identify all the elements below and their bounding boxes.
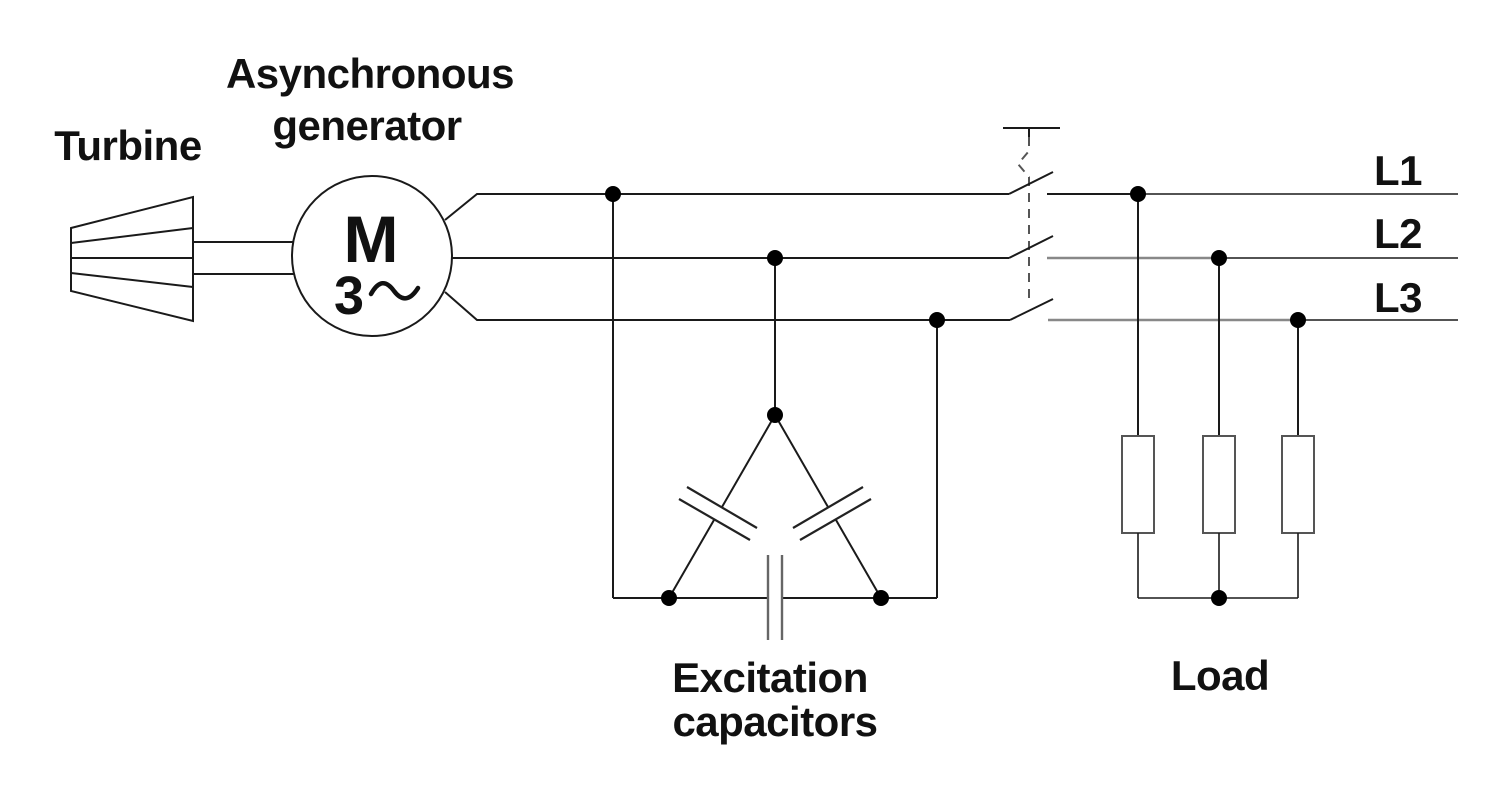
junction-dot-delta-apex (767, 407, 783, 423)
junction-dot-l2-cap (767, 250, 783, 266)
excitation-capacitor-bank (612, 194, 938, 640)
generator-phase-count: 3 (334, 266, 364, 326)
load-resistor-2 (1202, 435, 1236, 534)
phase-label-l2: L2 (1374, 210, 1422, 257)
switch-blade-l3 (1009, 298, 1054, 321)
delta-right-lower-wire (835, 519, 882, 599)
capacitor-right-plate-2 (799, 498, 872, 541)
delta-right-upper-wire (774, 414, 829, 508)
switch-blade-l1 (1008, 171, 1054, 195)
junction-dot-delta-left (661, 590, 677, 606)
generator-symbol: M 3 (291, 175, 453, 337)
junction-dot-delta-right (873, 590, 889, 606)
load-group (1121, 194, 1315, 606)
sine-wave-icon (368, 281, 421, 301)
junction-dot-l1-cap (605, 186, 621, 202)
junction-dot-l1-load (1130, 186, 1146, 202)
excitation-label-line1: Excitation (672, 654, 868, 701)
phase-line-l1 (444, 193, 1458, 221)
load-label: Load (1171, 652, 1269, 699)
junction-dots (605, 186, 1306, 328)
generator-label-line2: generator (272, 102, 461, 149)
shaft (193, 241, 294, 275)
capacitor-left-plate-1 (686, 486, 758, 529)
junction-dot-l3-load (1290, 312, 1306, 328)
capacitor-right-plate-1 (792, 486, 864, 529)
turbine-blade-line-3 (70, 272, 194, 288)
capacitor-left-plate-2 (678, 498, 751, 541)
turbine-symbol (70, 195, 194, 323)
load-resistor-3 (1281, 435, 1315, 534)
turbine-label: Turbine (54, 122, 201, 169)
load-resistor-1 (1121, 435, 1155, 534)
turbine-blade-line-1 (70, 227, 194, 244)
excitation-label-line2: capacitors (672, 698, 877, 745)
generator-machine-symbol: M (344, 202, 399, 276)
l1-wire-left (444, 193, 1009, 221)
junction-dot-l2-load (1211, 250, 1227, 266)
l3-wire-left (444, 291, 1010, 321)
switch-linkage-dashed-line (1016, 137, 1030, 305)
delta-left-lower-wire (668, 519, 715, 599)
switch-3pole (1003, 127, 1060, 321)
switch-blade-l2 (1008, 235, 1054, 259)
generator-label-line1: Asynchronous (226, 50, 514, 97)
phase-line-l3 (444, 291, 1458, 322)
delta-left-upper-wire (721, 414, 776, 508)
phase-label-l1: L1 (1374, 147, 1422, 194)
junction-dot-l3-cap (929, 312, 945, 328)
junction-dot-load-neutral (1211, 590, 1227, 606)
phase-label-l3: L3 (1374, 274, 1422, 321)
